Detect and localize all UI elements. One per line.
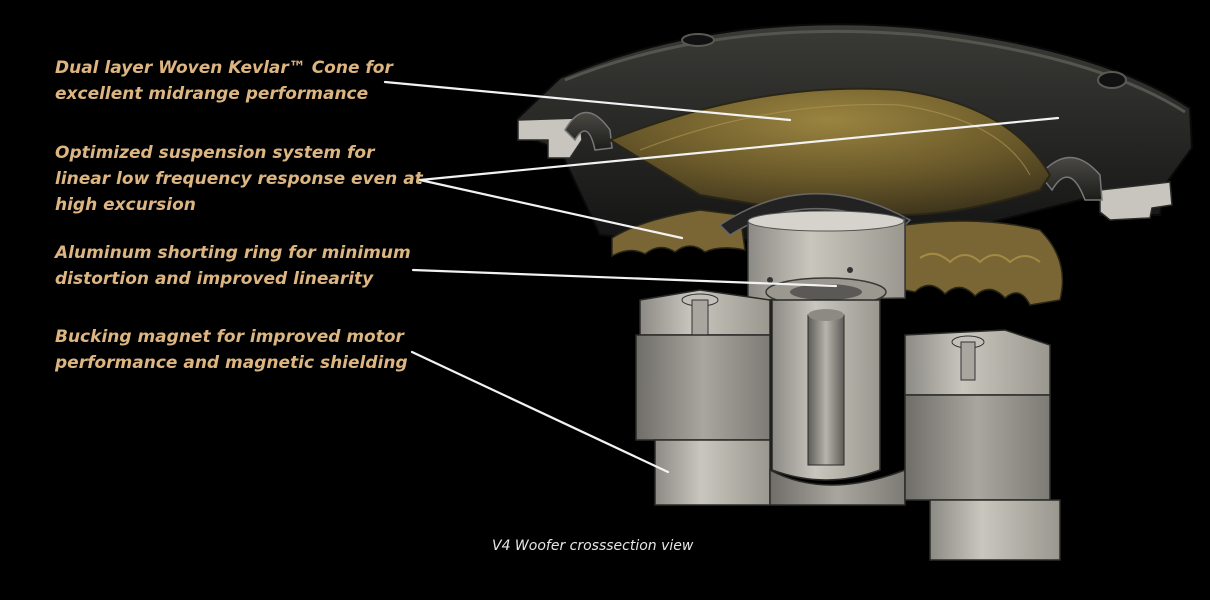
callout-line: linear low frequency response even at bbox=[55, 169, 423, 189]
top-plate-left bbox=[639, 289, 771, 337]
flange-right bbox=[1099, 181, 1173, 221]
callout-bucking-magnet: Bucking magnet for improved motor perfor… bbox=[55, 324, 408, 376]
top-plate-right bbox=[904, 329, 1051, 396]
callout-shorting-ring: Aluminum shorting ring for minimum disto… bbox=[55, 240, 411, 292]
magnet-left bbox=[635, 334, 771, 506]
leader-line-suspension-upper bbox=[418, 116, 1060, 182]
pole-piece bbox=[771, 299, 881, 481]
leader-line-shorting-ring bbox=[411, 268, 838, 288]
callout-line: performance and magnetic shielding bbox=[55, 353, 408, 373]
surround-right bbox=[1039, 156, 1103, 201]
callout-line: Dual layer Woven Kevlar™ Cone for bbox=[55, 58, 393, 78]
magnet-right bbox=[904, 394, 1061, 561]
callout-suspension: Optimized suspension system for linear l… bbox=[55, 140, 423, 218]
spider-left bbox=[611, 209, 746, 258]
callout-line: Bucking magnet for improved motor bbox=[55, 327, 404, 347]
spider-right bbox=[904, 220, 1064, 306]
callout-kevlar-cone: Dual layer Woven Kevlar™ Cone for excell… bbox=[55, 55, 393, 107]
leader-line-magnet bbox=[410, 350, 670, 474]
surround-left bbox=[564, 111, 613, 151]
figure-caption: V4 Woofer crosssection view bbox=[492, 538, 694, 554]
callout-line: Optimized suspension system for bbox=[55, 143, 375, 163]
kevlar-cone bbox=[607, 87, 1052, 217]
callout-line: Aluminum shorting ring for minimum bbox=[55, 243, 411, 263]
callout-line: excellent midrange performance bbox=[55, 84, 369, 104]
leader-line-cone bbox=[383, 80, 792, 122]
leader-line-suspension-lower bbox=[418, 178, 684, 240]
callout-line: high excursion bbox=[55, 195, 196, 215]
voice-coil-former bbox=[747, 210, 906, 301]
callout-line: distortion and improved linearity bbox=[55, 269, 374, 289]
